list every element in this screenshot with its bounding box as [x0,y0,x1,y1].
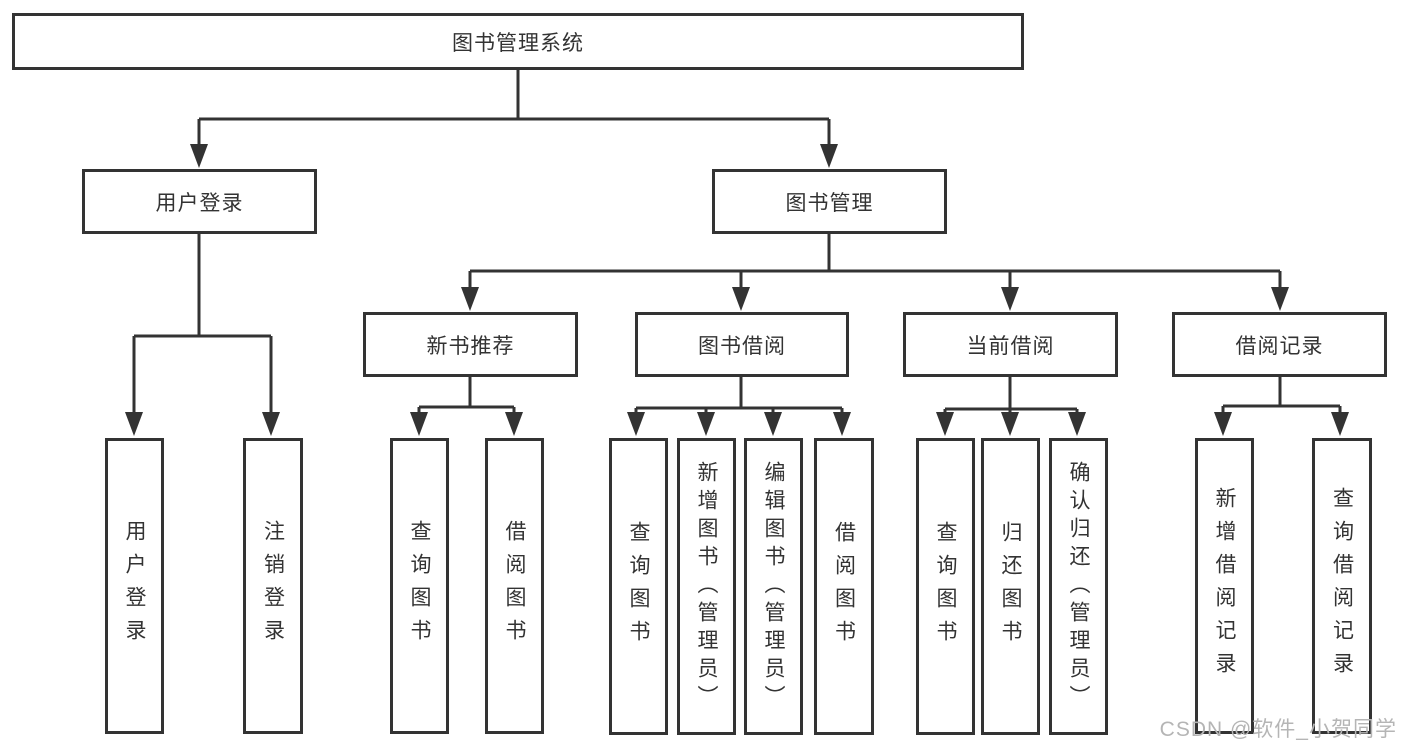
connector-path [132,70,1342,415]
leaf-confirm-return-admin: 确认归还（管理员） [1049,438,1108,735]
leaf-query-borrow-record: 查询借阅记录 [1312,438,1372,734]
node-root-label: 图书管理系统 [452,31,584,55]
node-book-borrowing: 图书借阅 [635,312,849,377]
node-borrowing-records: 借阅记录 [1172,312,1387,377]
node-current-borrowing: 当前借阅 [903,312,1118,377]
leaf-query-books-recommend: 查询图书 [390,438,449,734]
leaf-query-books-current: 查询图书 [916,438,975,735]
leaf-query-borrow-record-label: 查询借阅记录 [1330,487,1354,685]
leaf-add-book-admin-label: 新增图书（管理员） [695,460,718,713]
leaf-borrow-books-recommend: 借阅图书 [485,438,544,734]
leaf-return-book: 归还图书 [981,438,1040,735]
leaf-edit-book-admin: 编辑图书（管理员） [744,438,803,735]
node-root: 图书管理系统 [12,13,1024,70]
leaf-borrow-books-borrowing-label: 借阅图书 [832,520,856,653]
leaf-borrow-books-borrowing: 借阅图书 [814,438,874,735]
node-new-book-recommend-label: 新书推荐 [426,334,515,358]
leaf-add-borrow-record-label: 新增借阅记录 [1213,487,1236,685]
node-user-login: 用户登录 [82,169,317,234]
watermark: CSDN @软件_小贺同学 [1159,718,1397,741]
arrowheads [125,144,1349,436]
leaf-query-books-recommend-label: 查询图书 [408,520,431,652]
leaf-query-books-current-label: 查询图书 [934,520,957,653]
node-current-borrowing-label: 当前借阅 [966,334,1055,358]
leaf-query-books-borrowing: 查询图书 [609,438,668,735]
leaf-add-borrow-record: 新增借阅记录 [1195,438,1254,734]
leaf-user-login-label: 用户登录 [123,520,146,652]
leaf-logout: 注销登录 [243,438,303,734]
leaf-user-login: 用户登录 [105,438,164,734]
leaf-borrow-books-recommend-label: 借阅图书 [503,520,526,652]
node-book-management: 图书管理 [712,169,947,234]
node-new-book-recommend: 新书推荐 [363,312,578,377]
leaf-edit-book-admin-label: 编辑图书（管理员） [762,460,785,713]
leaf-confirm-return-admin-label: 确认归还（管理员） [1067,460,1090,713]
leaf-add-book-admin: 新增图书（管理员） [677,438,736,735]
leaf-logout-label: 注销登录 [261,520,285,652]
node-book-borrowing-label: 图书借阅 [698,334,786,358]
node-borrowing-records-label: 借阅记录 [1235,334,1324,358]
node-user-login-label: 用户登录 [155,191,244,215]
leaf-return-book-label: 归还图书 [999,520,1022,653]
node-book-management-label: 图书管理 [785,191,874,215]
leaf-query-books-borrowing-label: 查询图书 [627,520,650,653]
